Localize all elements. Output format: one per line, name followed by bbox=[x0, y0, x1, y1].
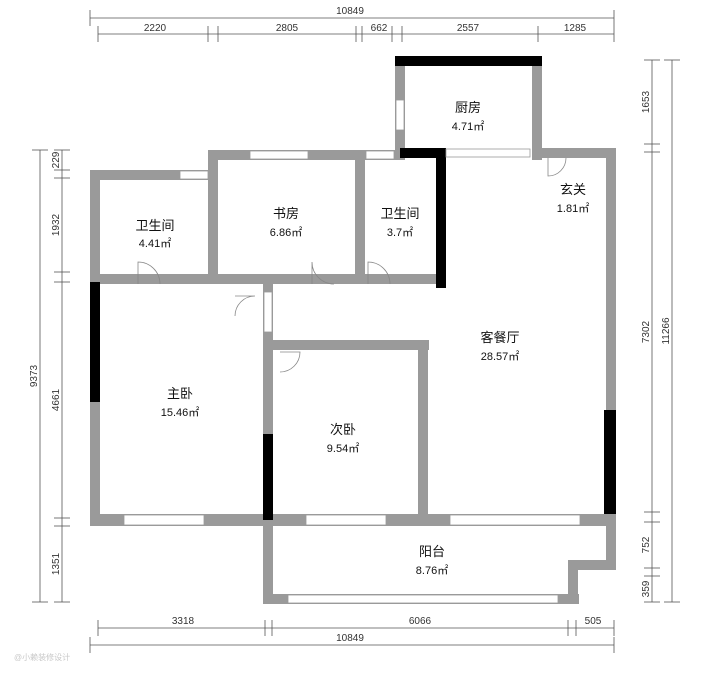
dim-right-segment: 7302 bbox=[641, 320, 652, 343]
dimension-lines bbox=[32, 10, 680, 653]
room-area-study: 6.86㎡ bbox=[270, 226, 302, 239]
dim-left-segment: 229 bbox=[51, 151, 62, 168]
room-area-master-bedroom: 15.46㎡ bbox=[161, 406, 200, 419]
watermark: @小赖装修设计 bbox=[14, 652, 70, 662]
dim-left-segment: 1932 bbox=[51, 213, 62, 236]
dim-top-segment: 1285 bbox=[564, 23, 587, 34]
dim-bottom-total: 10849 bbox=[336, 633, 364, 644]
room-area-bathroom-1: 4.41㎡ bbox=[139, 237, 171, 250]
dim-left-segment: 1351 bbox=[51, 552, 62, 575]
room-labels: 厨房 4.71㎡ 玄关 1.81㎡ 卫生间 4.41㎡ 书房 6.86㎡ 卫生间… bbox=[135, 100, 589, 577]
room-name-bathroom-2: 卫生间 bbox=[380, 207, 419, 222]
dim-top-segment: 2805 bbox=[276, 23, 299, 34]
dim-right-segment: 752 bbox=[641, 536, 652, 553]
dim-top-segment: 2220 bbox=[144, 23, 167, 34]
room-area-entry: 1.81㎡ bbox=[557, 202, 589, 215]
room-area-living-dining: 28.57㎡ bbox=[481, 350, 520, 363]
load-bearing-walls bbox=[90, 56, 616, 520]
dim-left-segment: 4661 bbox=[51, 388, 62, 411]
room-area-balcony: 8.76㎡ bbox=[416, 564, 448, 577]
dim-bottom-segment: 6066 bbox=[409, 616, 432, 627]
room-name-kitchen: 厨房 bbox=[455, 100, 481, 116]
room-name-bathroom-1: 卫生间 bbox=[135, 219, 174, 234]
room-area-kitchen: 4.71㎡ bbox=[452, 120, 484, 133]
room-name-second-bedroom: 次卧 bbox=[330, 422, 356, 438]
dim-left-total: 9373 bbox=[29, 364, 40, 387]
windows bbox=[123, 99, 581, 604]
dim-bottom-segment: 3318 bbox=[172, 616, 195, 627]
doors bbox=[137, 157, 567, 373]
dim-right-segment: 1653 bbox=[641, 90, 652, 113]
room-name-master-bedroom: 主卧 bbox=[167, 387, 193, 402]
dim-top-total: 10849 bbox=[336, 6, 364, 17]
dim-top-segment: 662 bbox=[371, 23, 388, 34]
dim-right-segment: 359 bbox=[641, 580, 652, 597]
room-name-entry: 玄关 bbox=[560, 183, 586, 198]
dim-bottom-segment: 505 bbox=[585, 616, 602, 627]
room-name-study: 书房 bbox=[273, 206, 299, 222]
room-name-balcony: 阳台 bbox=[419, 545, 445, 560]
dim-right-total: 11266 bbox=[661, 317, 672, 345]
room-name-living-dining: 客餐厅 bbox=[480, 330, 519, 346]
dim-top-segment: 2557 bbox=[457, 23, 480, 34]
room-area-second-bedroom: 9.54㎡ bbox=[327, 442, 359, 455]
room-area-bathroom-2: 3.7㎡ bbox=[387, 226, 413, 239]
